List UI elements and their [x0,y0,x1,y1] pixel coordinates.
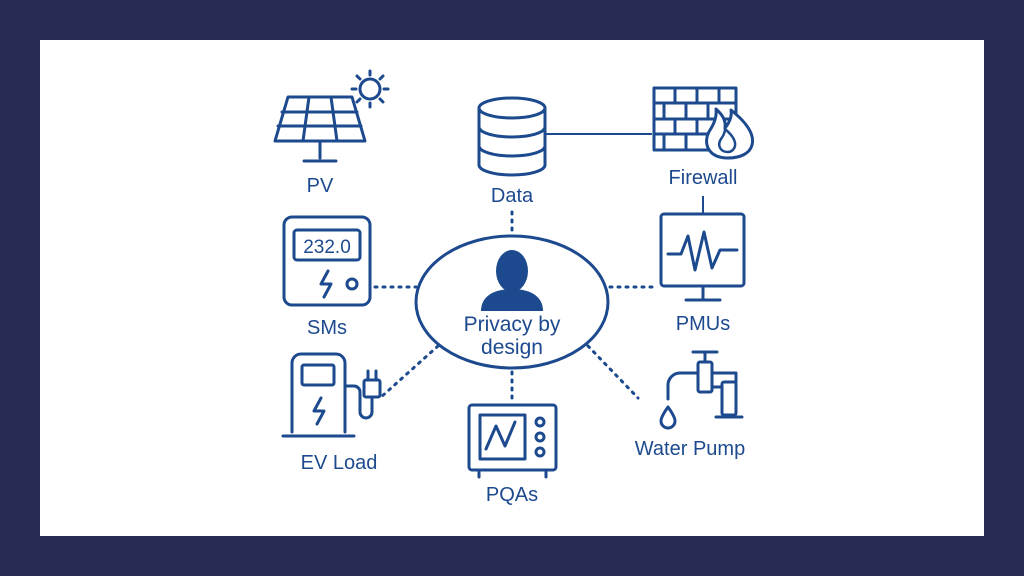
label-ev: EV Load [301,452,378,474]
label-data: Data [491,185,534,207]
center-node: Privacy by design [414,234,610,370]
label-pmus: PMUs [676,313,730,335]
node-data: Data [477,96,547,207]
connector-center-pump [586,344,640,400]
node-sms: 232.0 SMs [282,215,372,339]
node-pv: PV [273,69,390,197]
water-tap-icon [659,350,744,430]
ev-charger-icon [281,352,382,438]
meter-display: 232.0 [303,237,351,258]
node-pmus: PMUs [659,212,746,335]
smart-meter-icon: 232.0 [282,215,372,307]
solar-panel-icon [273,95,367,163]
analyzer-icon [467,403,558,479]
center-label-line2: design [481,336,543,359]
node-ev: EV Load [281,352,382,474]
database-icon [477,96,547,177]
label-pump: Water Pump [635,438,745,460]
sun-icon [350,69,390,109]
firewall-icon [652,86,755,160]
center-label-line1: Privacy by [464,313,561,336]
label-firewall: Firewall [669,167,738,189]
monitor-waveform-icon [659,212,746,302]
user-silhouette-icon [481,250,543,311]
node-pump: Water Pump [635,350,745,460]
label-sms: SMs [307,317,347,339]
label-pv: PV [307,175,334,197]
label-pqas: PQAs [486,484,538,506]
node-pqas: PQAs [467,403,558,506]
node-firewall: Firewall [652,86,755,189]
connector-center-ev [378,344,440,400]
